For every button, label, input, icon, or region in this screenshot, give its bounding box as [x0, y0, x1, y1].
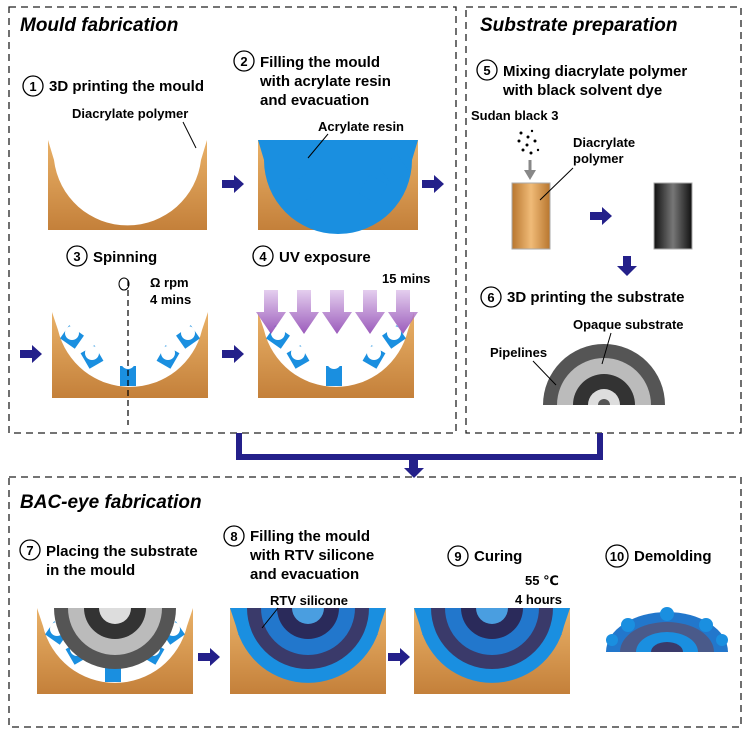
bac-eye-fabrication-panel — [8, 476, 742, 728]
svg-text:8: 8 — [230, 529, 237, 544]
step-3-heading: 3 Spinning — [66, 245, 157, 267]
svg-text:and evacuation: and evacuation — [250, 566, 359, 583]
svg-text:1: 1 — [29, 79, 36, 94]
svg-text:Spinning: Spinning — [93, 249, 157, 266]
step-10-heading: 10 Demolding — [605, 544, 712, 568]
svg-text:2: 2 — [240, 54, 247, 69]
label-15-mins: 15 mins — [382, 271, 430, 286]
svg-text:and evacuation: and evacuation — [260, 92, 369, 109]
svg-text:with acrylate resin: with acrylate resin — [259, 73, 391, 90]
svg-text:Curing: Curing — [474, 548, 522, 565]
svg-text:3D printing the mould: 3D printing the mould — [49, 78, 204, 95]
mould-curing — [414, 608, 570, 694]
svg-text:Mixing diacrylate polymer: Mixing diacrylate polymer — [503, 63, 687, 80]
svg-text:Placing the substrate: Placing the substrate — [46, 543, 198, 560]
label-diacrylate-polymer: Diacrylate polymer — [72, 106, 188, 121]
substrate-in-mould — [37, 608, 193, 694]
merge-connector — [236, 433, 603, 460]
svg-text:5: 5 — [483, 63, 490, 78]
uv-light-arrows — [256, 290, 418, 334]
svg-text:9: 9 — [454, 549, 461, 564]
svg-text:4: 4 — [259, 249, 267, 264]
label-4-mins: 4 mins — [150, 292, 191, 307]
down-arrow-to-step6 — [617, 256, 637, 276]
section-title-mould: Mould fabrication — [20, 15, 178, 36]
merge-down-arrow — [404, 457, 424, 478]
flow-arrows-mould — [20, 175, 444, 363]
mould-spinning — [52, 312, 208, 398]
label-sudan-black: Sudan black 3 — [471, 108, 558, 123]
svg-text:with RTV silicone: with RTV silicone — [249, 547, 374, 564]
step-8-heading: 8 Filling the mould with RTV silicone an… — [223, 525, 374, 583]
section-title-substrate: Substrate preparation — [480, 15, 677, 36]
step-2-heading: 2 Filling the mould with acrylate resin … — [233, 50, 391, 109]
label-rtv-silicone: RTV silicone — [270, 593, 348, 608]
step-7-heading: 7 Placing the substrate in the mould — [19, 539, 198, 579]
svg-text:UV exposure: UV exposure — [279, 249, 371, 266]
svg-text:in the mould: in the mould — [46, 562, 135, 579]
flow-arrows-bac — [198, 648, 410, 666]
mould-filled-resin — [258, 140, 418, 234]
mould-printed — [48, 140, 207, 230]
label-4-hours: 4 hours — [515, 592, 562, 607]
mould-fabrication-panel — [8, 6, 457, 434]
label-omega-rpm: Ω rpm — [150, 275, 189, 290]
label-diacrylate-polymer-vial-2: polymer — [573, 151, 624, 166]
substrate-preparation-panel — [465, 6, 742, 434]
label-diacrylate-polymer-vial-1: Diacrylate — [573, 135, 635, 150]
mould-filled-silicone — [230, 608, 386, 694]
section-title-bac: BAC-eye fabrication — [20, 492, 202, 513]
label-opaque-substrate: Opaque substrate — [573, 317, 684, 332]
vial-polymer-orange — [511, 182, 551, 250]
svg-text:6: 6 — [487, 290, 494, 305]
mix-arrow — [590, 207, 612, 225]
label-pipelines: Pipelines — [490, 345, 547, 360]
svg-text:7: 7 — [26, 543, 33, 558]
step-4-heading: 4 UV exposure — [252, 245, 371, 267]
bac-eye-product — [606, 607, 728, 652]
step-5-heading: 5 Mixing diacrylate polymer with black s… — [476, 59, 687, 99]
label-temperature: 55 ℃ — [525, 573, 559, 588]
spin-rotation-icon — [118, 277, 130, 291]
svg-text:10: 10 — [610, 549, 624, 564]
svg-text:3D printing the substrate: 3D printing the substrate — [507, 289, 685, 306]
svg-text:with black solvent dye: with black solvent dye — [502, 82, 662, 99]
svg-text:Filling the mould: Filling the mould — [250, 528, 370, 545]
label-acrylate-resin: Acrylate resin — [318, 119, 404, 134]
svg-text:Demolding: Demolding — [634, 548, 712, 565]
step-6-heading: 6 3D printing the substrate — [480, 286, 685, 308]
step-9-heading: 9 Curing — [447, 545, 522, 567]
vial-polymer-black — [653, 182, 693, 250]
dye-particles — [517, 129, 540, 155]
svg-text:Filling the mould: Filling the mould — [260, 54, 380, 71]
svg-text:3: 3 — [73, 249, 80, 264]
opaque-substrate-dome — [543, 344, 665, 405]
step-1-heading: 1 3D printing the mould — [22, 75, 204, 97]
